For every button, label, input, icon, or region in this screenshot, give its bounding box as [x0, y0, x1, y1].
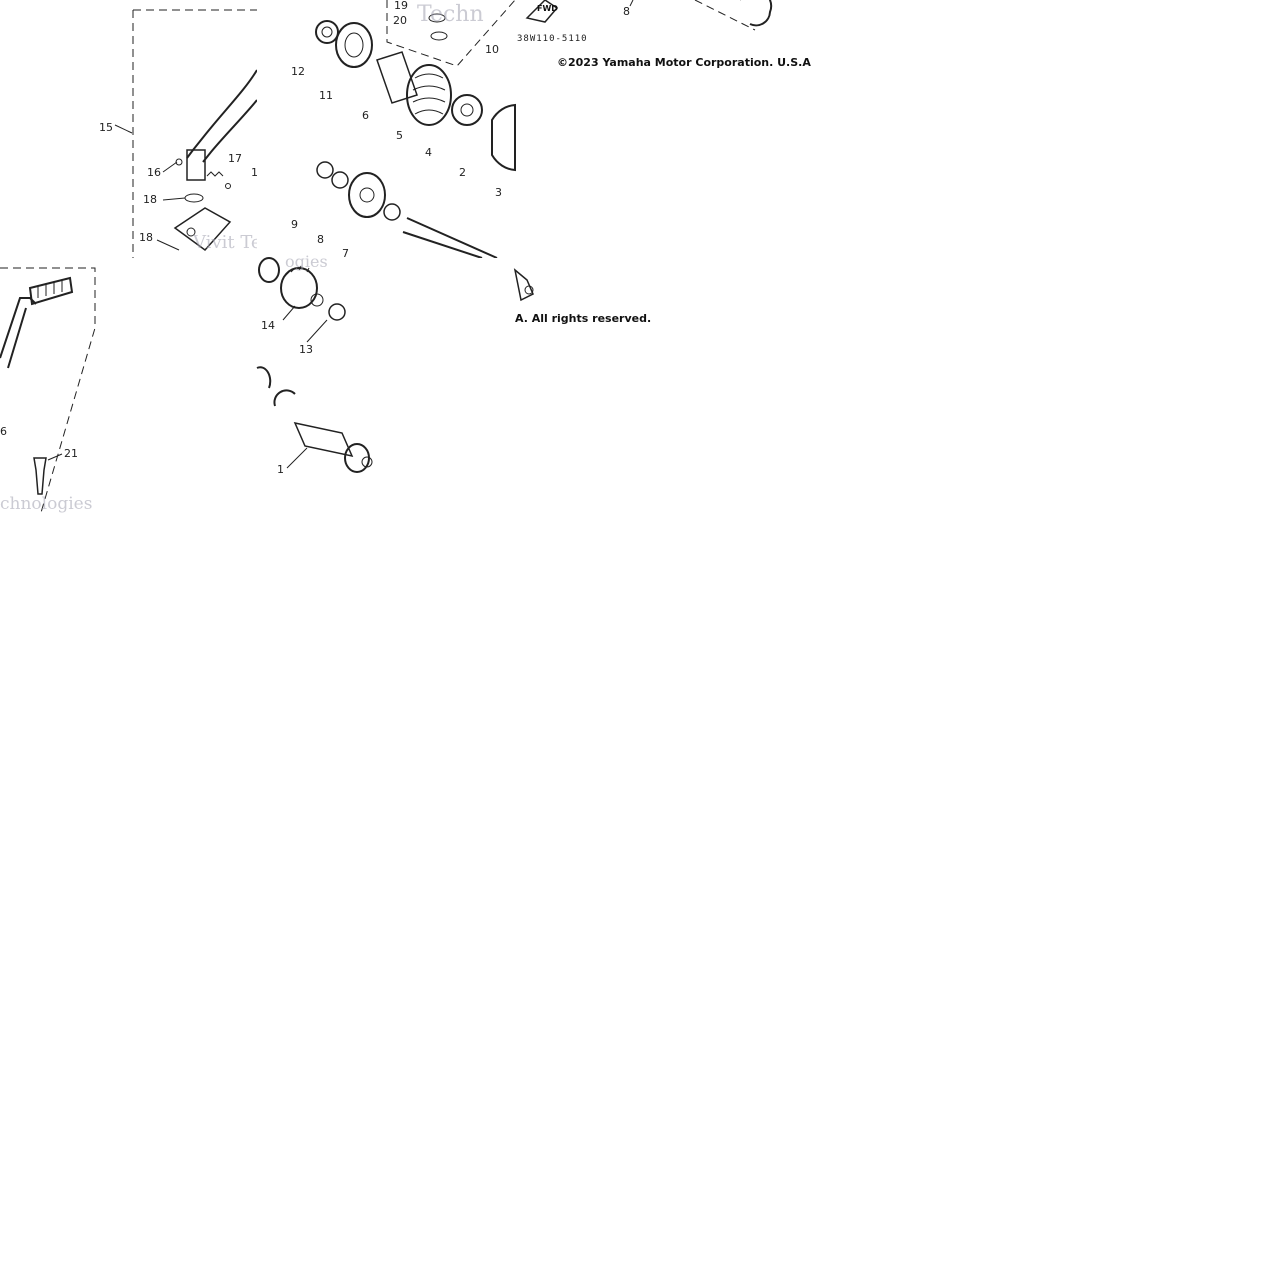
label-part-7: 7 — [342, 247, 349, 260]
diagram-tile-top-right: FWD 8 38W110-5110 ©2023 Yamaha Motor Cor… — [515, 0, 811, 70]
label-part-15: 15 — [99, 121, 113, 134]
copyright-notice: ©2023 Yamaha Motor Corporation. U.S.A — [557, 56, 811, 69]
label-part-14: 14 — [261, 319, 275, 332]
label-part-3: 3 — [495, 186, 502, 199]
diagram-tile-kick-crank: 15 16 17 18 18 1 Vivit Te — [95, 0, 262, 258]
label-part-6: 6 — [362, 109, 369, 122]
label-part-9: 9 — [291, 218, 298, 231]
label-part-21: 21 — [64, 447, 78, 460]
label-part-6-lower: 6 — [0, 425, 7, 438]
fwd-arrow-label: FWD — [537, 4, 558, 13]
kick-lever-drawing — [0, 267, 96, 517]
label-part-18b: 18 — [139, 231, 153, 244]
diagram-tile-kick-axle: 12 11 6 5 4 2 3 9 8 7 19 20 10 Techn — [257, 0, 516, 260]
diagram-tile-kick-lever: 6 21 chnologies — [0, 258, 105, 517]
label-part-18a: 18 — [143, 193, 157, 206]
gears-drawing — [256, 257, 373, 473]
label-part-19: 19 — [394, 0, 408, 12]
kick-axle-drawing — [315, 0, 516, 259]
label-part-20: 20 — [393, 14, 407, 27]
label-part-5: 5 — [396, 129, 403, 142]
label-part-1-partial: 1 — [251, 166, 258, 179]
kick-crank-drawing — [114, 9, 258, 258]
label-part-16: 16 — [147, 166, 161, 179]
label-part-8: 8 — [317, 233, 324, 246]
label-part-2: 2 — [459, 166, 466, 179]
drawing-code: 38W110-5110 — [517, 34, 588, 44]
top-right-drawing — [525, 0, 773, 31]
lower-right-drawing — [513, 268, 534, 302]
label-part-4: 4 — [425, 146, 432, 159]
diagram-tile-gears: 14 13 1 ogies — [256, 252, 515, 516]
label-part-12: 12 — [291, 65, 305, 78]
label-part-1: 1 — [277, 463, 284, 476]
label-part-8-right: 8 — [623, 5, 630, 18]
label-part-13: 13 — [299, 343, 313, 356]
label-part-10: 10 — [485, 43, 499, 56]
label-part-17: 17 — [228, 152, 242, 165]
label-part-11: 11 — [319, 89, 333, 102]
diagram-tile-lower-right: A. All rights reserved. — [513, 258, 651, 328]
copyright-notice-continued: A. All rights reserved. — [515, 312, 652, 325]
